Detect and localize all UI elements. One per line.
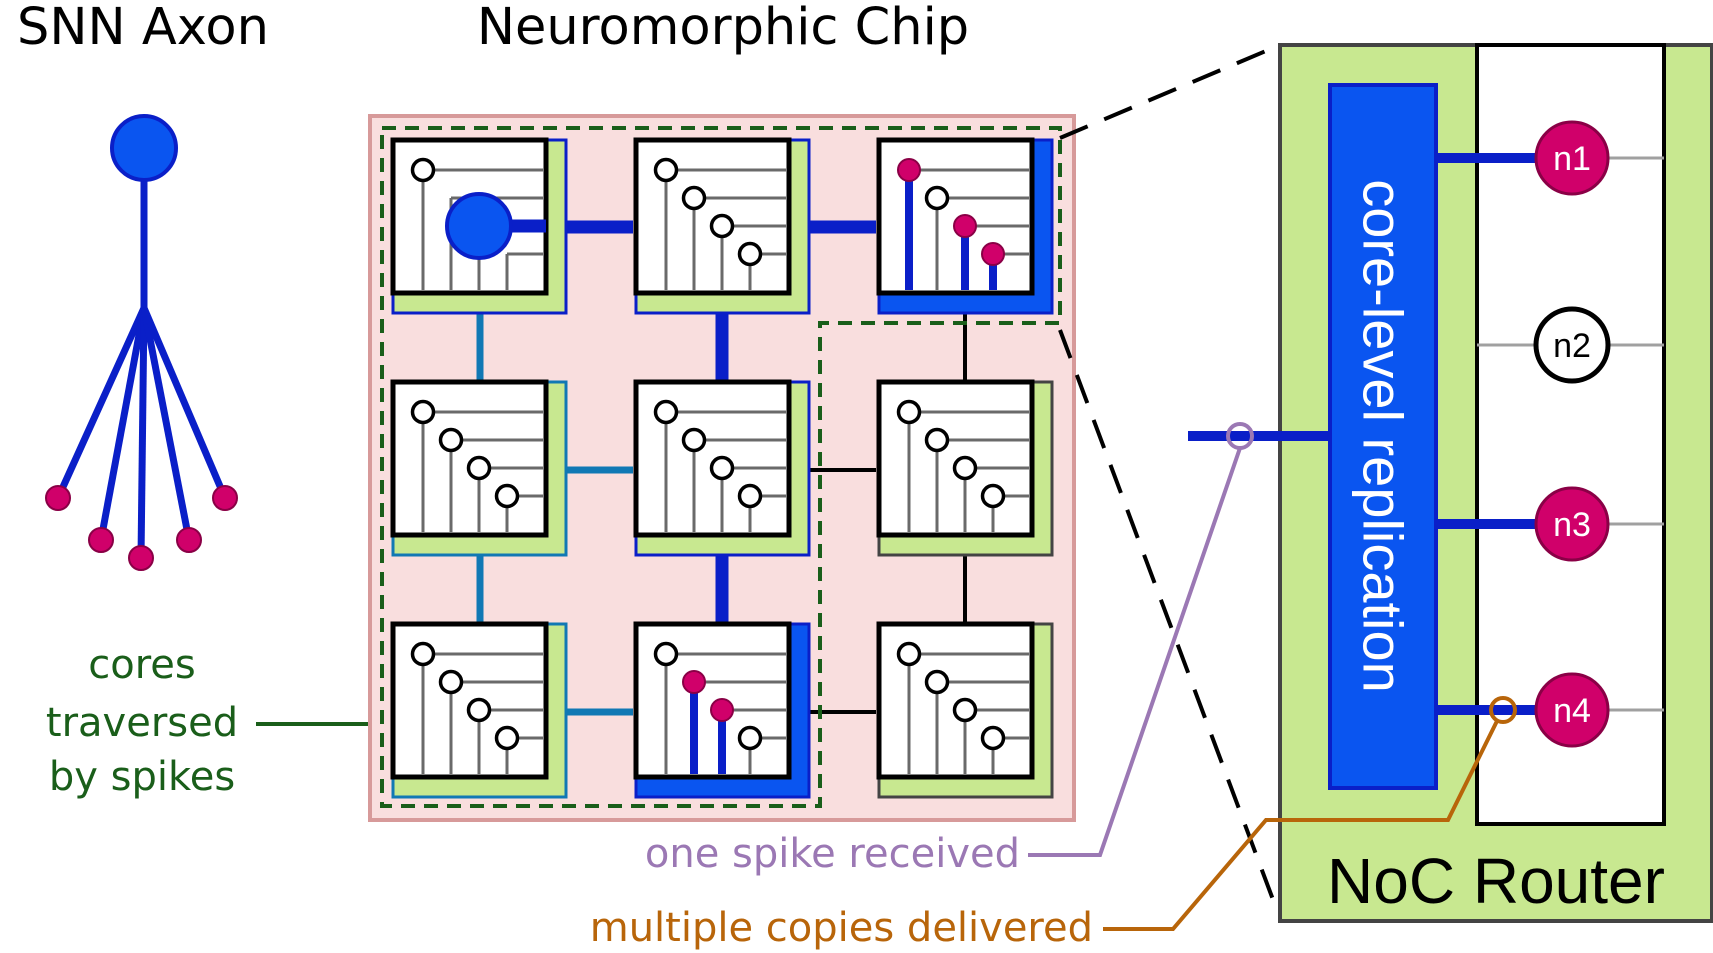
cores-label-line1: cores xyxy=(88,642,195,688)
core-r2c3 xyxy=(876,379,1054,557)
neuron-n1: n1 xyxy=(1534,120,1610,196)
one-spike-label: one spike received xyxy=(645,831,1020,877)
core-r1c1 xyxy=(390,137,568,315)
neuron-n2-label: n2 xyxy=(1553,327,1591,365)
neuron-n1-label: n1 xyxy=(1553,140,1591,178)
core-r2c2 xyxy=(633,379,811,557)
axon-terminal xyxy=(176,527,202,553)
core-r3c2 xyxy=(633,621,811,799)
axon-title: SNN Axon xyxy=(17,0,269,57)
neuron-n2: n2 xyxy=(1533,306,1611,384)
multiple-copies-callout: multiple copies delivered xyxy=(590,696,1517,951)
replication-label: core-level replication xyxy=(1352,179,1415,693)
zoom-line-top xyxy=(1059,43,1281,140)
cores-label-line2: traversed xyxy=(46,700,238,746)
axon-soma xyxy=(110,114,178,182)
cores-traversed-label: cores traversed by spikes xyxy=(46,642,384,800)
axon-terminal xyxy=(88,527,114,553)
neuron-n3: n3 xyxy=(1534,486,1610,562)
chip-title: Neuromorphic Chip xyxy=(477,0,969,57)
core-r3c3 xyxy=(876,621,1054,799)
replication-box xyxy=(1328,83,1438,790)
neuron-n4: n4 xyxy=(1534,672,1610,748)
noc-router: core-level replication n1 n2 n3 n4 NoC R… xyxy=(1188,43,1713,923)
router-label: NoC Router xyxy=(1327,845,1665,917)
zoom-line-bottom xyxy=(1058,329,1277,906)
neuron-n4-label: n4 xyxy=(1553,692,1591,730)
one-spike-callout: one spike received xyxy=(645,422,1254,877)
traversed-cores-outline xyxy=(380,126,1062,808)
axon-terminal xyxy=(45,485,71,511)
axon-terminal xyxy=(128,545,154,571)
core-r3c1 xyxy=(390,621,568,799)
multiple-copies-label: multiple copies delivered xyxy=(590,905,1093,951)
snn-axon xyxy=(45,114,238,571)
core-r2c1 xyxy=(390,379,568,557)
cores-label-line3: by spikes xyxy=(49,754,235,800)
neuron-n3-label: n3 xyxy=(1553,506,1591,544)
source-soma xyxy=(445,192,513,260)
axon-terminal xyxy=(212,485,238,511)
core-r1c2 xyxy=(633,137,811,315)
core-r1c3 xyxy=(876,137,1054,315)
